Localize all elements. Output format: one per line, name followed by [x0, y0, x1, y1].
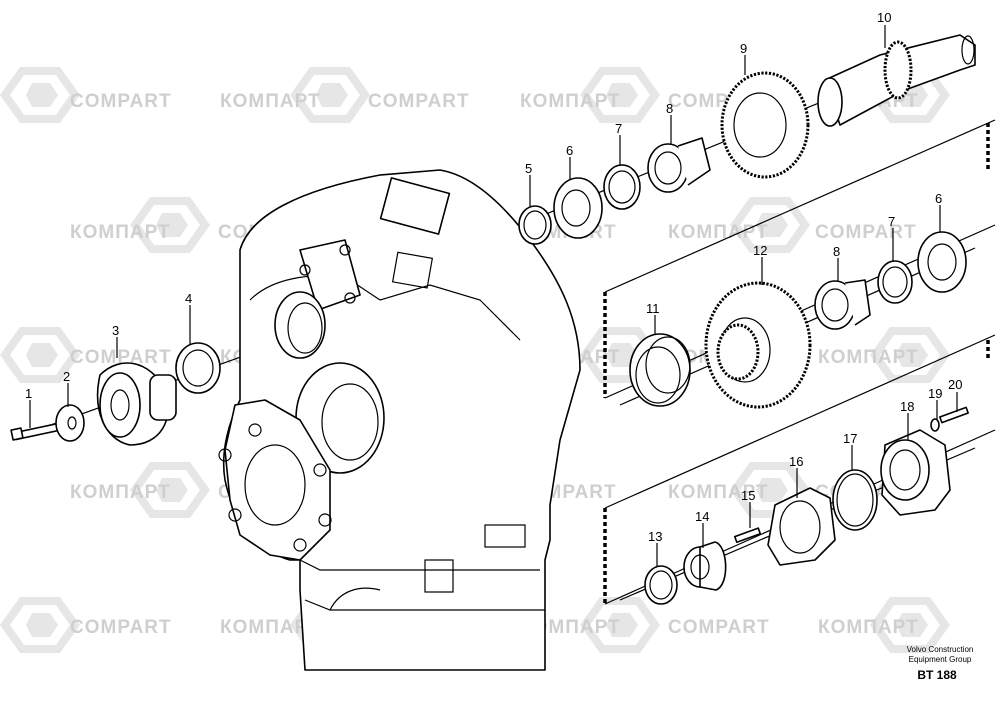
part-11-synchro-ring[interactable] — [629, 333, 691, 407]
part-number-label: 4 — [185, 291, 192, 306]
part-13-ring[interactable] — [644, 565, 678, 605]
part-20-bolt[interactable] — [939, 406, 969, 424]
part-number-label: 9 — [740, 41, 747, 56]
diagram-code: BT 188 — [917, 668, 957, 682]
part-number-label: 15 — [741, 488, 755, 503]
credit-block: Volvo Construction Equipment Group BT 18… — [907, 645, 974, 682]
part-10-shaft[interactable] — [817, 34, 976, 127]
part-number-label: 14 — [695, 509, 709, 524]
part-6-bearing-upper[interactable] — [553, 177, 603, 239]
part-number-label: 13 — [648, 529, 662, 544]
leader-lines — [29, 25, 958, 567]
watermark-text: COMPART — [70, 91, 172, 112]
part-number-label: 1 — [25, 386, 32, 401]
part-1-bolt[interactable] — [10, 422, 62, 441]
part-9-gear-upper[interactable] — [720, 71, 810, 179]
watermark-text: КОМПАРТ — [520, 91, 621, 112]
watermark-text: COMPART — [668, 617, 770, 638]
part-16-gasket[interactable] — [767, 487, 836, 566]
part-number-label: 20 — [948, 377, 962, 392]
part-number-label: 17 — [843, 431, 857, 446]
watermark-text: COMPART — [70, 347, 172, 368]
watermark-text: КОМПАРТ — [220, 617, 321, 638]
credit-line-2: Equipment Group — [909, 655, 972, 664]
part-12-gear-middle[interactable] — [704, 281, 812, 409]
part-number-label: 12 — [753, 243, 767, 258]
part-number-label: 8 — [833, 244, 840, 259]
watermark-text: КОМПАРТ — [220, 91, 321, 112]
part-7-ring-upper[interactable] — [603, 164, 641, 210]
part-6-bearing-middle[interactable] — [917, 231, 967, 293]
part-18-cover[interactable] — [880, 429, 951, 516]
part-17-o-ring[interactable] — [832, 469, 878, 531]
watermark-text: КОМПАРТ — [70, 222, 171, 243]
part-number-label: 11 — [646, 301, 660, 316]
part-8-needle-bearing-middle[interactable] — [814, 279, 871, 330]
part-19-washer[interactable] — [930, 418, 940, 432]
credit-line-1: Volvo Construction — [907, 645, 974, 654]
part-number-label: 8 — [666, 101, 673, 116]
watermark-text: COMPART — [368, 91, 470, 112]
part-number-label: 6 — [935, 191, 942, 206]
watermark-text: КОМПАРТ — [668, 222, 769, 243]
part-number-label: 6 — [566, 143, 573, 158]
part-number-label: 7 — [615, 121, 622, 136]
part-number-label: 18 — [900, 399, 914, 414]
part-2-washer[interactable] — [55, 404, 85, 442]
part-3-flange[interactable] — [96, 362, 177, 446]
part-4-seal[interactable] — [175, 342, 221, 394]
part-number-label: 16 — [789, 454, 803, 469]
watermark-text: КОМПАРТ — [818, 347, 919, 368]
gearbox-housing — [218, 169, 581, 671]
part-14-sleeve[interactable] — [683, 541, 727, 591]
part-number-label: 7 — [888, 214, 895, 229]
watermark-text: КОМПАРТ — [818, 617, 919, 638]
watermark-text: КОМПАРТ — [70, 482, 171, 503]
watermark-text: COMPART — [70, 617, 172, 638]
part-number-label: 5 — [525, 161, 532, 176]
part-number-label: 3 — [112, 323, 119, 338]
part-number-label: 19 — [928, 386, 942, 401]
part-15-pin[interactable] — [733, 527, 762, 544]
watermark-text: COMPART — [815, 222, 917, 243]
part-number-labels: 1 2 3 4 5 6 7 8 9 10 11 12 8 7 6 13 14 1… — [25, 10, 962, 544]
part-number-label: 2 — [63, 369, 70, 384]
part-7-ring-middle[interactable] — [877, 260, 913, 304]
part-number-label: 10 — [877, 10, 891, 25]
watermark-text: КОМПАРТ — [668, 482, 769, 503]
part-8-needle-bearing-upper[interactable] — [647, 137, 711, 193]
part-5-ring[interactable] — [518, 205, 552, 245]
